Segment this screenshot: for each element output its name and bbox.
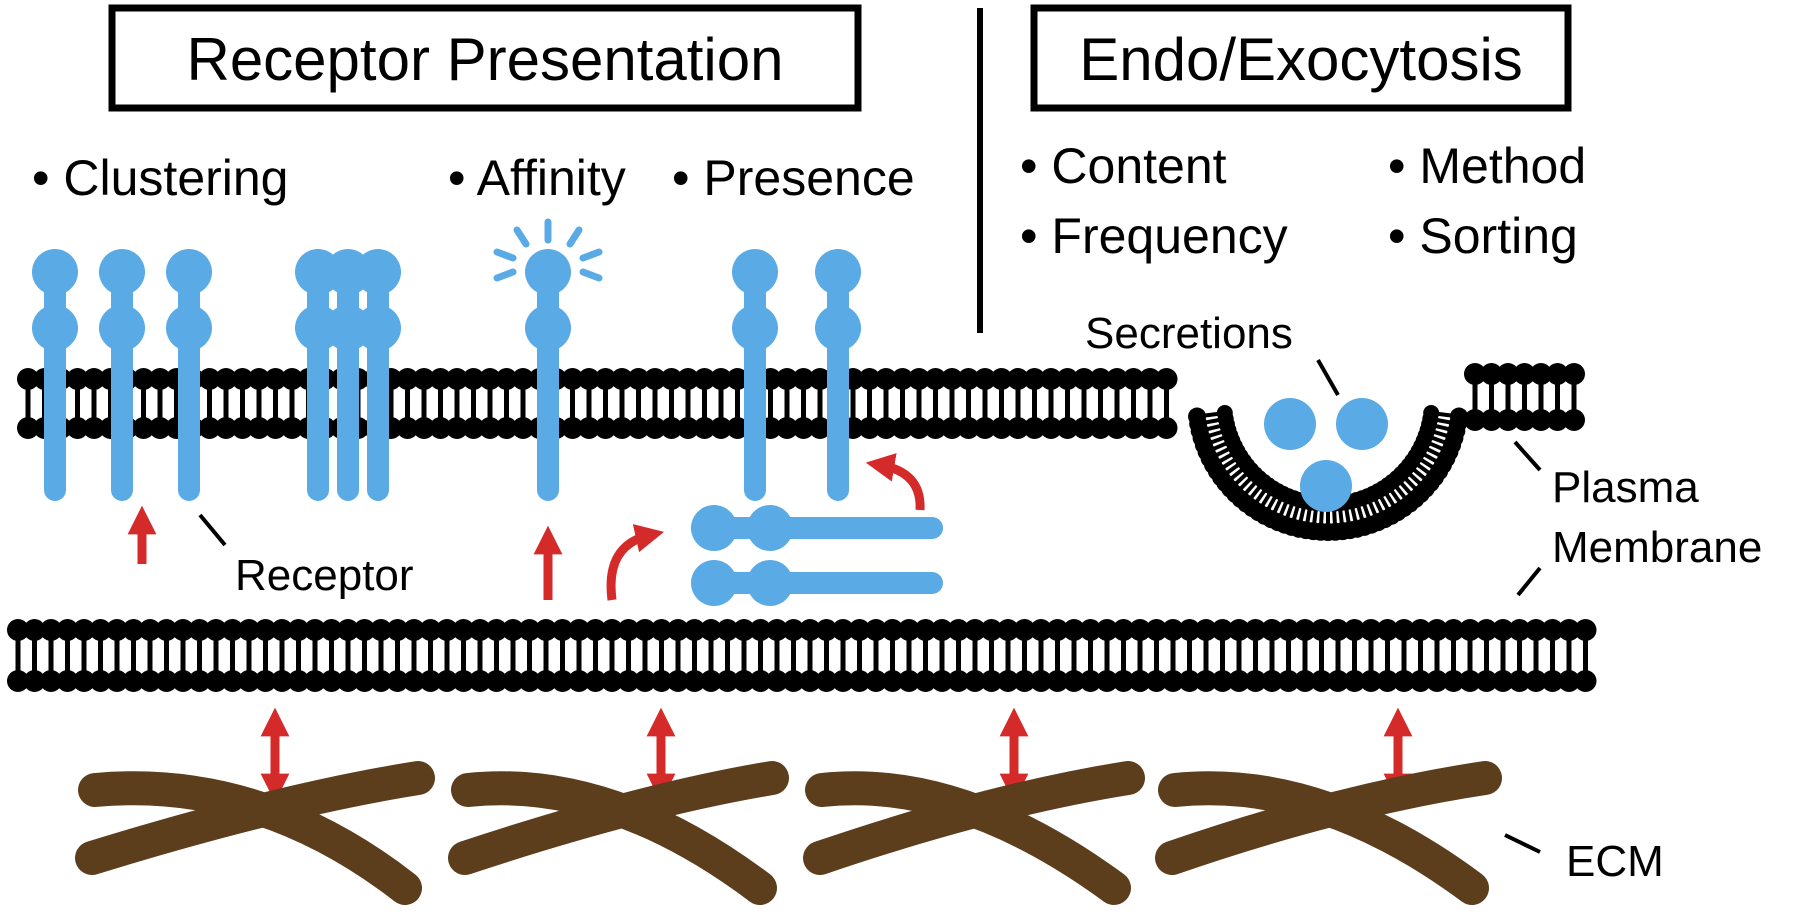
- vesicle-membrane: [1188, 405, 1468, 541]
- receptor: [815, 249, 861, 501]
- receptor: [166, 249, 212, 501]
- endo-exocytosis-box: [1030, 4, 1572, 112]
- receptor-label: Receptor: [235, 551, 414, 600]
- secretions-label: Secretions: [1085, 309, 1293, 358]
- bullet-presence: • Presence: [672, 150, 915, 206]
- bullet-method: • Method: [1388, 138, 1586, 194]
- receptor: [732, 249, 778, 501]
- bullet-sorting: • Sorting: [1388, 208, 1578, 264]
- membrane-label: Membrane: [1552, 523, 1762, 572]
- receptor: [355, 249, 401, 501]
- ecm-fibers: [75, 761, 1502, 905]
- bullet-content: • Content: [1020, 138, 1227, 194]
- lower-membrane: [7, 619, 1597, 692]
- bullet-clustering: • Clustering: [32, 150, 289, 206]
- receptor-presentation-title: Receptor Presentation: [186, 26, 783, 93]
- affinity-rays-icon: [493, 218, 603, 282]
- bullet-affinity: • Affinity: [448, 150, 626, 206]
- arrow-curve-2: [865, 453, 925, 511]
- leader-lines: [198, 359, 1542, 854]
- arrow-curve-1: [606, 524, 665, 601]
- upward-arrows: [127, 453, 925, 601]
- receptor: [525, 249, 571, 501]
- ecm-label: ECM: [1566, 837, 1664, 886]
- transit-receptors: [691, 505, 943, 606]
- plasma-label: Plasma: [1552, 463, 1699, 512]
- receptor: [99, 249, 145, 501]
- bullet-frequency: • Frequency: [1020, 208, 1288, 264]
- secretion-vesicles: [1264, 398, 1388, 512]
- receptor-presentation-box: [108, 4, 862, 112]
- receptor: [32, 249, 78, 501]
- receptors: [32, 249, 861, 501]
- endo-exocytosis-title: Endo/Exocytosis: [1079, 26, 1523, 93]
